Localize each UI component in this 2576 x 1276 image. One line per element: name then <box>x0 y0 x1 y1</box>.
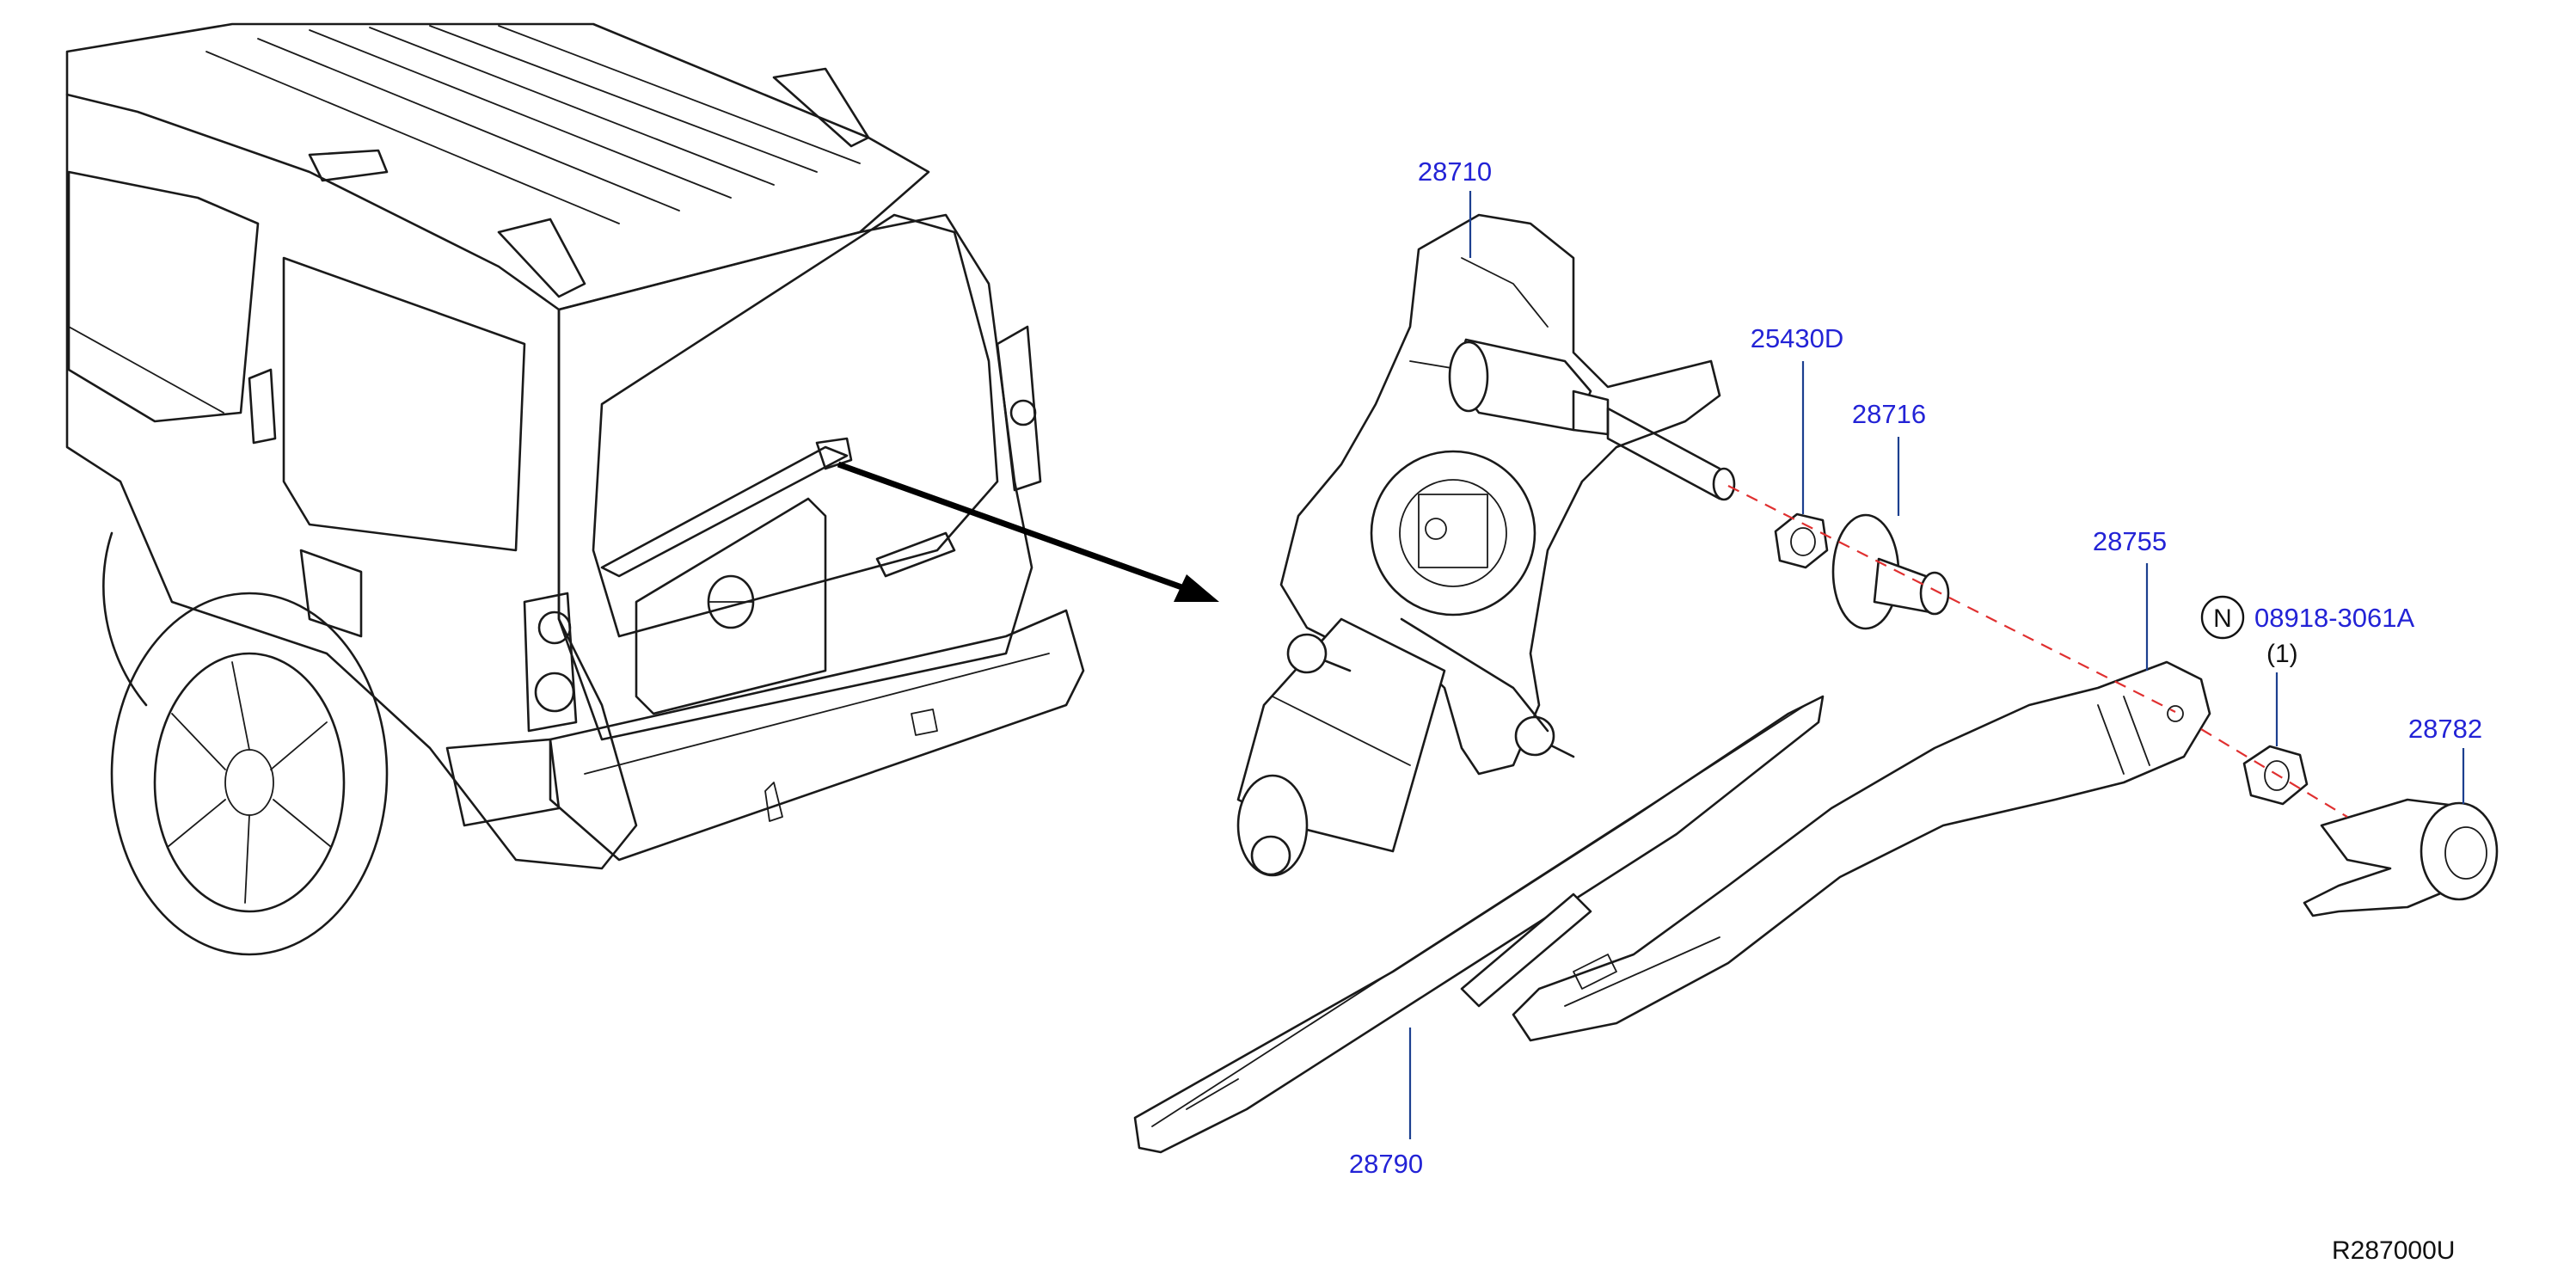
n-symbol: N <box>2213 604 2232 633</box>
quantity-label: (1) <box>2266 640 2298 668</box>
wiper-arm-28755 <box>1512 660 2211 1042</box>
locator-arrow <box>837 461 1219 602</box>
cap-washer-28716 <box>1831 513 1950 630</box>
label-25430D: 25430D <box>1751 323 1844 353</box>
leader-lines <box>1408 191 2465 1139</box>
vehicle-illustration <box>65 22 1085 956</box>
n-symbol-circle <box>2200 595 2245 640</box>
label-28755: 28755 <box>2093 526 2167 556</box>
head-cover-28782 <box>2303 798 2499 917</box>
nut-25430D <box>1774 512 1829 569</box>
assembly-axis-1 <box>1727 485 2176 713</box>
wiper-motor-28710 <box>1236 213 1736 877</box>
label-28716: 28716 <box>1852 399 1926 429</box>
label-28710: 28710 <box>1418 156 1492 187</box>
hex-nut-08918-3061A <box>2242 745 2309 806</box>
wiper-blade-28790 <box>1133 695 1825 1154</box>
label-08918-3061A: 08918-3061A <box>2254 603 2414 633</box>
label-28790: 28790 <box>1349 1149 1423 1179</box>
part-labels: 28710 25430D 28716 28755 N 08918-3061A (… <box>1349 156 2482 1179</box>
assembly-axis-2 <box>2200 728 2348 818</box>
diagram-code: R287000U <box>2332 1236 2455 1265</box>
label-28782: 28782 <box>2408 714 2482 744</box>
